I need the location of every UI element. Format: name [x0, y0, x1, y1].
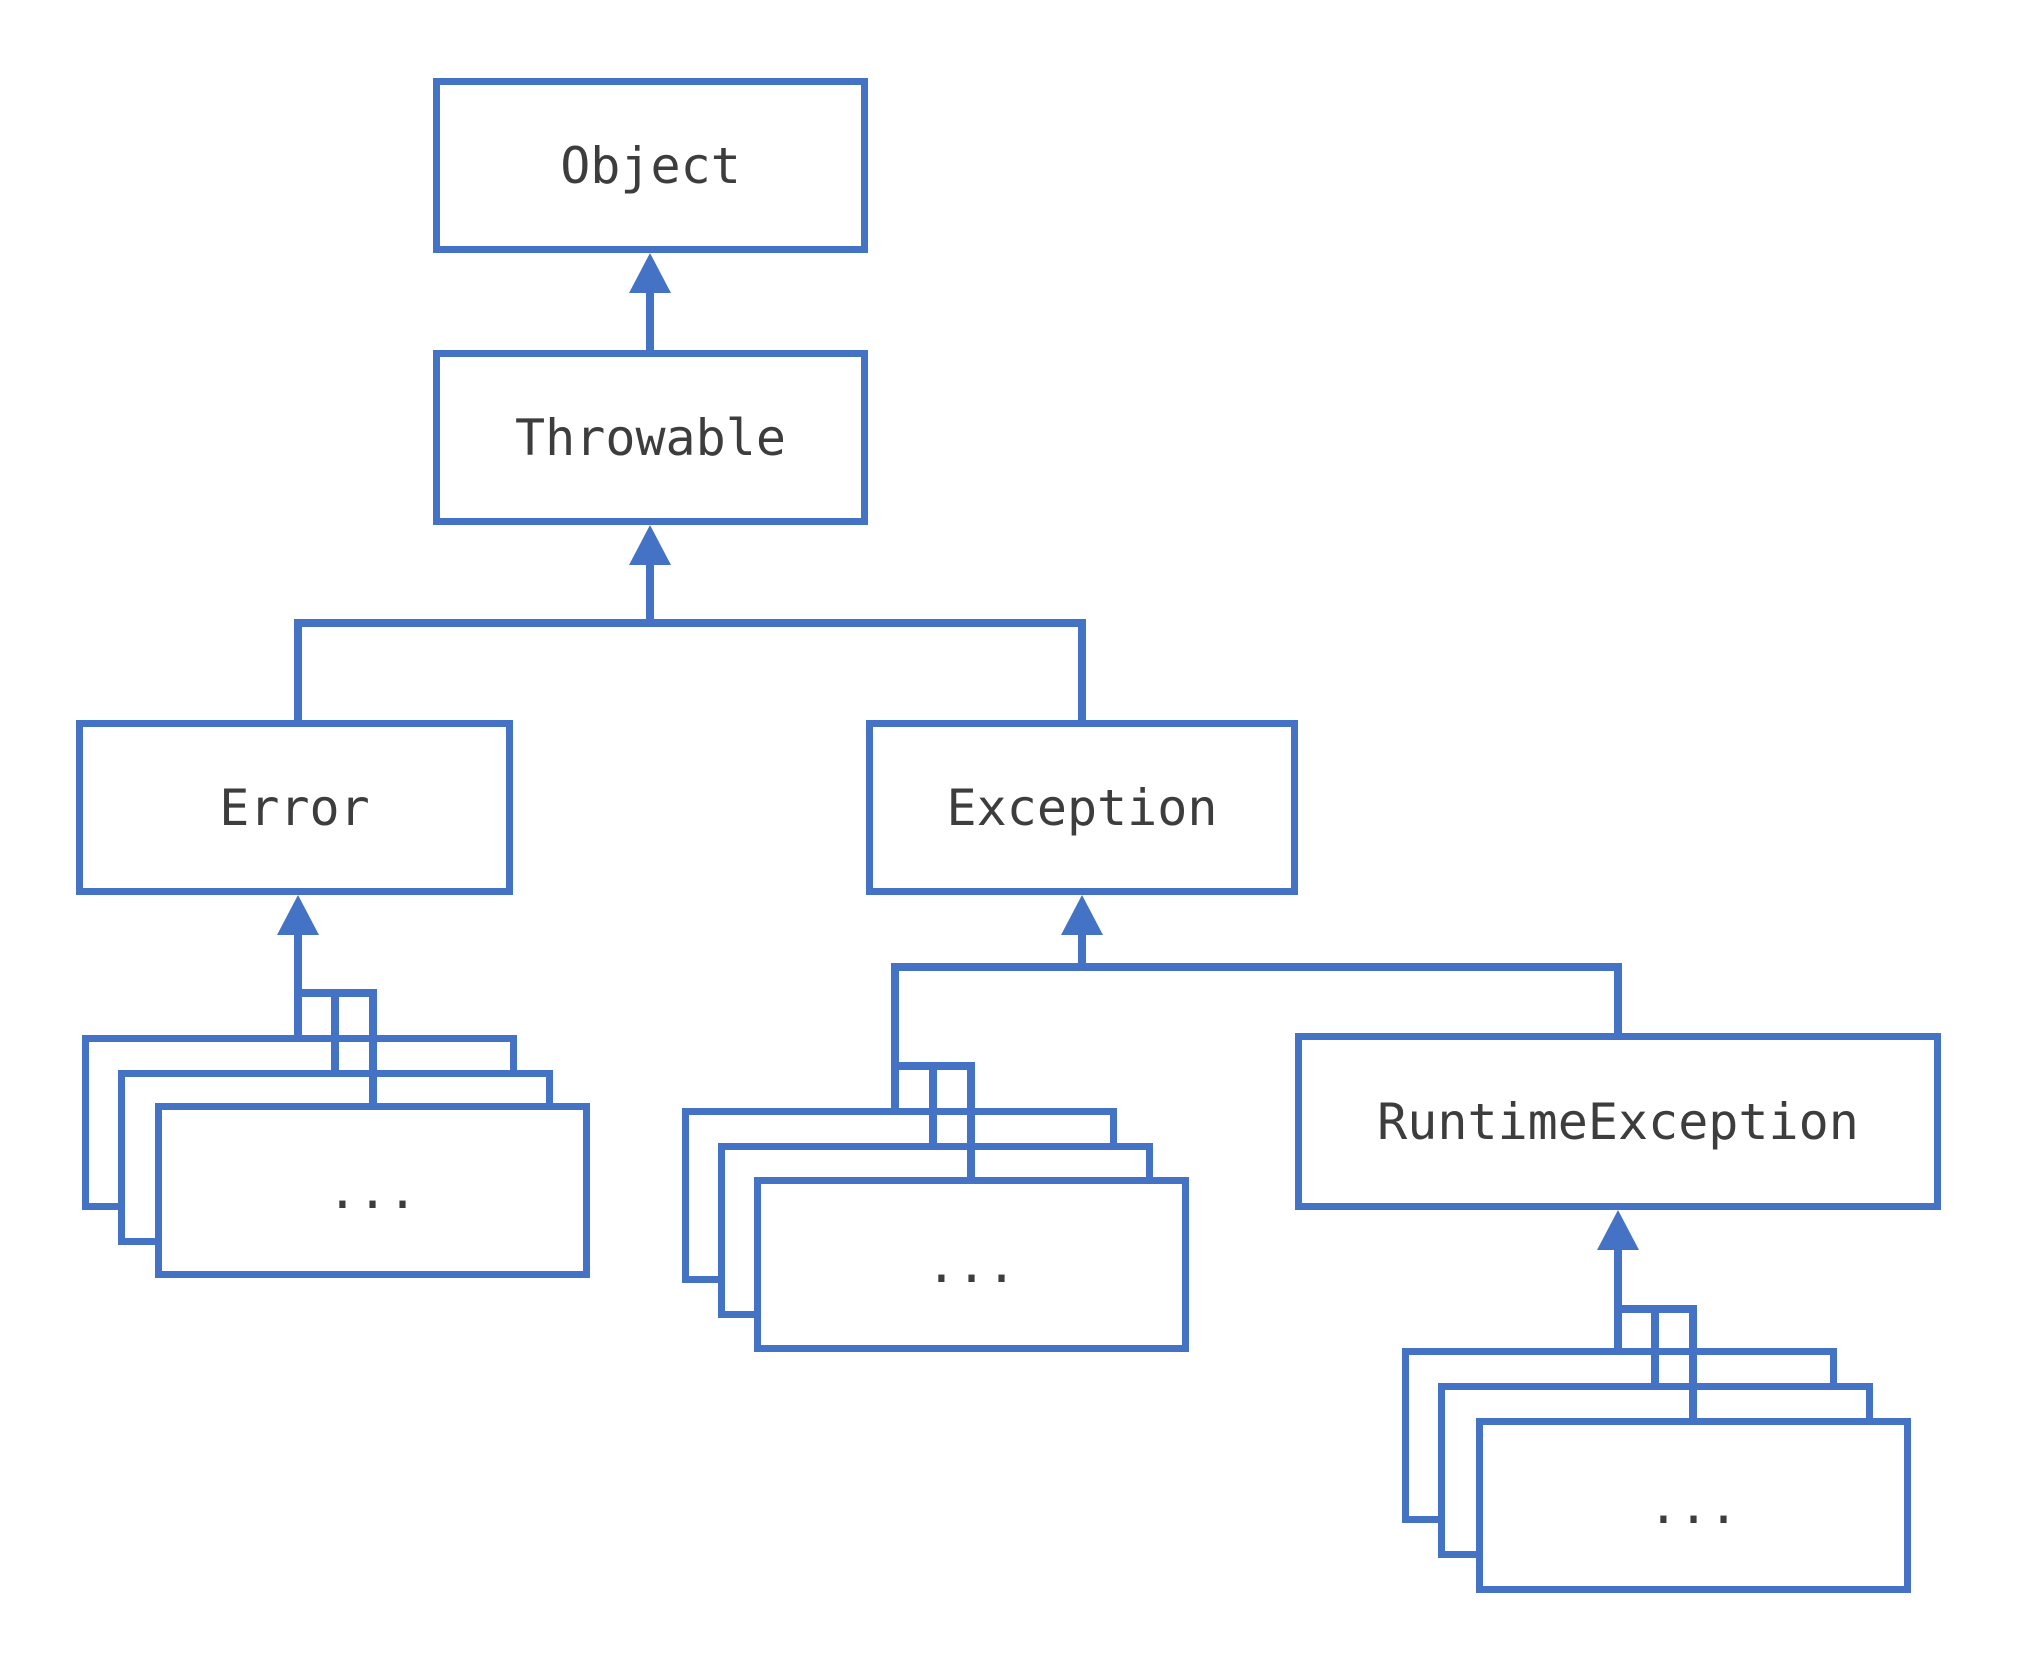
edge-runtime-children-stem — [1614, 1247, 1622, 1353]
node-throwable: Throwable — [433, 350, 868, 525]
exception-stack-front-box: ... — [754, 1177, 1189, 1352]
error-stack-stub-middle — [331, 989, 339, 1075]
arrowhead-error — [277, 895, 319, 935]
edge-throwable-children-stem — [646, 562, 654, 623]
edge-throwable-object-stem — [646, 290, 654, 352]
node-object-label: Object — [560, 136, 741, 195]
runtime-stack-stub-front — [1689, 1305, 1697, 1423]
arrowhead-object — [629, 253, 671, 293]
runtime-stack-front-box: ... — [1476, 1418, 1911, 1593]
edge-exception-children-stem — [1078, 932, 1086, 971]
node-error-label: Error — [219, 778, 370, 837]
exception-stack-ellipsis-label: ... — [926, 1235, 1017, 1294]
error-stack-ellipsis-label: ... — [327, 1161, 418, 1220]
node-runtime-exception: RuntimeException — [1295, 1033, 1941, 1210]
arrowhead-throwable — [629, 525, 671, 565]
error-stack-stub-front — [369, 989, 377, 1108]
drop-to-exception — [1078, 619, 1086, 724]
node-error: Error — [76, 720, 513, 895]
drop-to-exception-stack — [891, 963, 899, 1113]
error-stack-front-box: ... — [155, 1103, 590, 1278]
arrowhead-exception — [1061, 895, 1103, 935]
node-runtime-exception-label: RuntimeException — [1377, 1092, 1859, 1151]
bus-throwable-children — [294, 619, 1086, 627]
drop-to-runtime-exception — [1614, 963, 1622, 1038]
runtime-stack-ellipsis-label: ... — [1648, 1476, 1739, 1535]
exception-stack-stub-front — [967, 1062, 975, 1182]
arrowhead-runtime-exception — [1597, 1210, 1639, 1250]
bus-exception-children — [891, 963, 1622, 971]
node-throwable-label: Throwable — [515, 408, 786, 467]
edge-error-children-stem — [294, 932, 302, 1038]
node-exception: Exception — [866, 720, 1298, 895]
node-exception-label: Exception — [946, 778, 1218, 837]
node-object: Object — [433, 78, 868, 253]
drop-to-error — [294, 619, 302, 724]
exception-stack-stub-middle — [929, 1062, 937, 1148]
runtime-stack-stub-middle — [1651, 1305, 1659, 1388]
